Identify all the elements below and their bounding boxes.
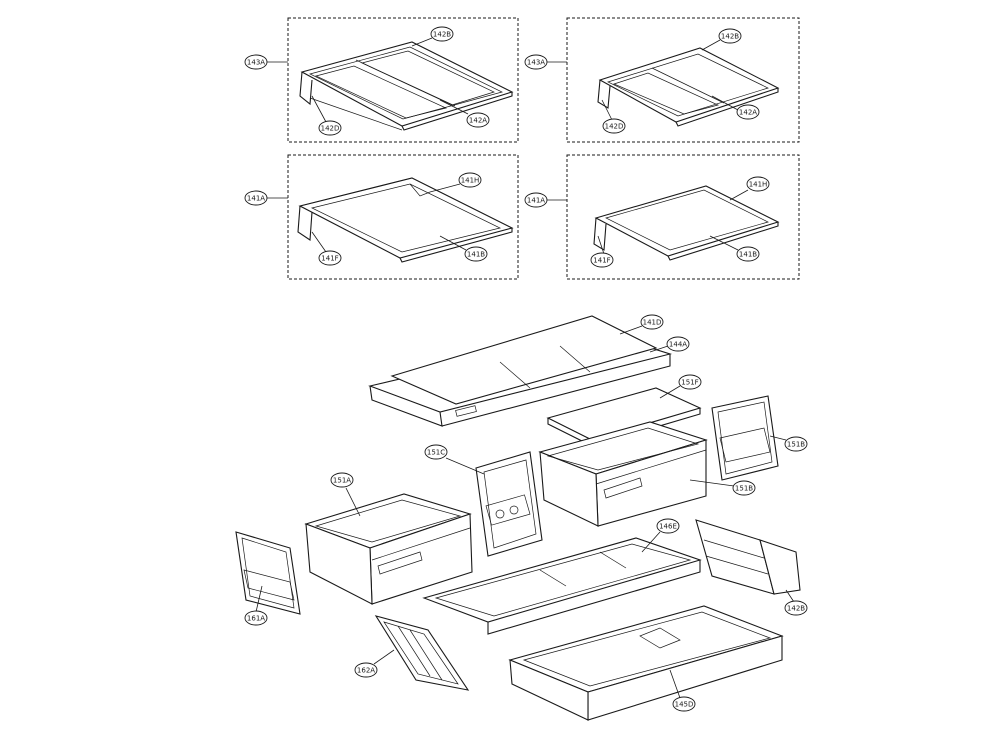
label-142a-right: 142A [739,109,757,117]
label-141a-left: 141A [247,195,265,203]
label-162a: 162A [357,667,375,675]
detail-box-143a-right [566,17,800,143]
side-bracket-right [711,395,779,481]
callout-145d: 145D [669,669,696,712]
callout-141d: 141D [619,314,664,335]
label-142b-top: 142B [433,31,451,39]
label-144a: 144A [669,341,687,349]
label-143a-top: 143A [247,59,265,67]
label-146e: 146E [659,523,677,531]
callout-146e: 146E [641,518,680,553]
label-142a-top: 142A [469,117,487,125]
callout-151a-top: 151A [330,472,361,517]
callout-143a-right: 143A [524,54,567,70]
callout-141b-left: 141B [439,235,488,262]
callout-142a-top: 142A [439,99,490,128]
callout-151b-mid: 151B [689,479,756,496]
side-bracket-left [235,531,301,615]
callout-142b-right: 142B [701,28,742,51]
rail-bracket-142b [695,519,801,595]
callout-151f: 151F [659,374,702,399]
callout-141a-left: 141A [244,190,288,206]
label-143a-right: 143A [527,59,545,67]
crisper-drawer-right [538,421,708,527]
label-141b-right: 141B [739,251,757,259]
label-141f-right: 141F [593,257,610,265]
detail-box-143a-left [287,17,519,143]
callout-142d-right: 142D [601,99,626,134]
bottom-pan-145d [508,605,784,721]
label-141d: 141D [643,319,662,327]
callout-142b-bottom: 142B [784,589,808,616]
callout-141f-left: 141F [311,231,342,266]
callout-141h-right: 141H [729,176,770,201]
label-141h-right: 141H [749,181,768,189]
cover-assembly-144a [368,315,673,427]
label-145d: 145D [675,701,694,709]
detail-box-141a-right [566,154,800,280]
label-151a-top: 151A [333,477,351,485]
glass-panel-141d [390,315,658,405]
bracket-162a [374,615,470,691]
label-151b-mid: 151B [735,485,753,493]
callout-161a: 161A [244,585,268,626]
crisper-drawer-left [304,493,473,605]
label-151c: 151C [427,449,445,457]
callout-142d-top: 142D [311,95,342,136]
label-142b-bottom: 142B [787,605,805,613]
callout-143a-top: 143A [244,54,288,70]
callout-141a-right: 141A [524,192,567,208]
callout-141f-right: 141F [590,235,614,268]
label-142d-top: 142D [321,125,340,133]
shelf-141a-left-group [287,154,519,280]
label-151f: 151F [681,379,698,387]
shelf-141a-right-group [566,154,800,280]
callout-151c: 151C [424,444,485,475]
tray-cover-146e [422,537,702,635]
label-161a: 161A [247,615,265,623]
shelf-143a-right-group [566,17,800,143]
label-142d-right: 142D [605,123,624,131]
label-141b-left: 141B [467,251,485,259]
label-141a-right: 141A [527,197,545,205]
shelf-143a-left-group [287,17,519,143]
callout-141b-right: 141B [709,235,760,262]
label-141h-left: 141H [461,177,480,185]
callout-162a: 162A [354,649,395,678]
detail-box-141a-left [287,154,519,280]
label-142b-right: 142B [721,33,739,41]
callout-141h-left: 141H [429,172,482,193]
callout-144a: 144A [649,336,690,353]
center-divider-151c [475,451,543,557]
label-141f-left: 141F [321,255,338,263]
callout-142b-top: 142B [411,26,454,47]
callout-142a-right: 142A [711,95,760,120]
callout-151b-right: 151B [769,435,808,452]
label-151b-right: 151B [787,441,805,449]
